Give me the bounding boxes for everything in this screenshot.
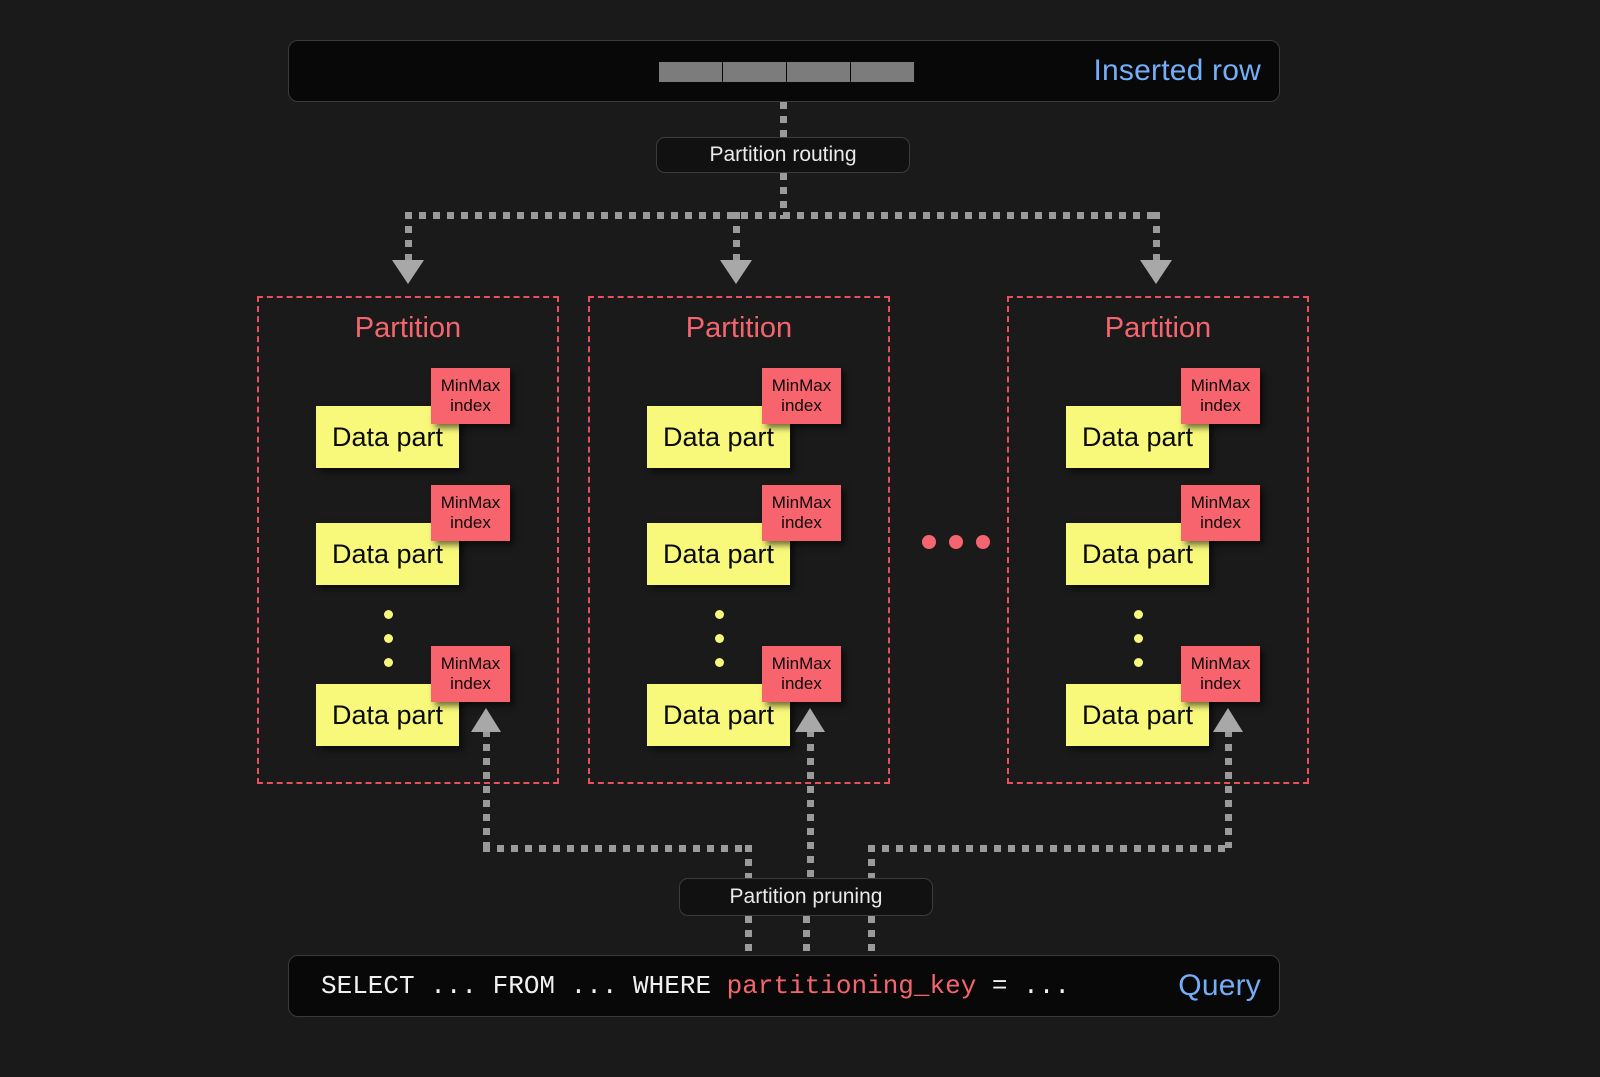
partition-routing-label: Partition routing [656,137,910,173]
connector-pruning-bus-right [868,845,1232,852]
ellipsis-dot [1134,634,1143,643]
partitions-ellipsis [922,535,990,549]
query-banner: SELECT ... FROM ... WHERE partitioning_k… [288,955,1280,1017]
arrow-up-partition-1 [471,708,501,732]
minmax-index-box: MinMax index [1181,368,1260,424]
connector-pruning-to-query-3 [868,916,875,958]
ellipsis-dot [1134,658,1143,667]
inserted-row-cells [659,62,914,82]
arrow-down-partition-1 [392,260,424,284]
partition-title: Partition [1104,312,1212,344]
connector-pruning-to-query-2 [803,916,810,958]
ellipsis-dot [949,535,963,549]
data-part-group: MinMax index Data part [316,646,516,746]
data-part-group: MinMax index Data part [1066,646,1266,746]
data-part-box: Data part [1066,406,1209,468]
ellipsis-dot [384,634,393,643]
row-cell [851,62,914,82]
row-cell [723,62,786,82]
minmax-index-box: MinMax index [1181,646,1260,702]
connector-bus-to-partition-3 [1153,212,1160,264]
row-cell [659,62,722,82]
data-part-group: MinMax index Data part [647,368,847,468]
connector-pruning-bus-left-drop [745,845,752,881]
connector-pruning-to-partition-3 [1225,730,1232,848]
ellipsis-dot [384,610,393,619]
arrow-up-partition-3 [1213,708,1243,732]
query-text: SELECT ... FROM ... WHERE partitioning_k… [321,971,1070,1001]
partition-box-1: Partition MinMax index Data part MinMax … [257,296,559,784]
connector-row-to-routing [780,102,787,138]
minmax-index-box: MinMax index [431,485,510,541]
ellipsis-dot [384,658,393,667]
data-part-box: Data part [647,406,790,468]
connector-routing-to-bus [780,173,787,219]
data-part-box: Data part [647,684,790,746]
minmax-index-box: MinMax index [1181,485,1260,541]
connector-bus-to-partition-1 [405,212,412,264]
connector-routing-bus [405,212,1160,219]
data-part-group: MinMax index Data part [1066,485,1266,585]
ellipsis-dot [715,634,724,643]
query-partitioning-key: partitioning_key [726,971,977,1001]
data-part-ellipsis [384,610,394,682]
data-part-ellipsis [1134,610,1144,682]
minmax-index-box: MinMax index [431,646,510,702]
data-part-group: MinMax index Data part [647,485,847,585]
minmax-index-box: MinMax index [762,368,841,424]
partition-title: Partition [685,312,793,344]
ellipsis-dot [922,535,936,549]
ellipsis-dot [715,658,724,667]
data-part-group: MinMax index Data part [1066,368,1266,468]
connector-pruning-to-partition-1 [483,730,490,848]
data-part-ellipsis [715,610,725,682]
connector-bus-to-partition-2 [733,212,740,264]
connector-pruning-bus-right-drop [868,845,875,881]
minmax-index-box: MinMax index [762,485,841,541]
connector-pruning-to-partition-2 [807,730,814,880]
inserted-row-label: Inserted row [1093,54,1261,87]
partition-title: Partition [354,312,462,344]
row-cell [787,62,850,82]
arrow-down-partition-2 [720,260,752,284]
query-prefix: SELECT ... FROM ... WHERE [321,971,727,1001]
data-part-group: MinMax index Data part [316,368,516,468]
data-part-group: MinMax index Data part [647,646,847,746]
partition-box-3: Partition MinMax index Data part MinMax … [1007,296,1309,784]
query-label: Query [1178,969,1261,1002]
ellipsis-dot [976,535,990,549]
partition-pruning-label: Partition pruning [679,878,933,916]
ellipsis-dot [715,610,724,619]
inserted-row-banner: Inserted row [288,40,1280,102]
minmax-index-box: MinMax index [762,646,841,702]
data-part-group: MinMax index Data part [316,485,516,585]
partition-box-2: Partition MinMax index Data part MinMax … [588,296,890,784]
arrow-up-partition-2 [795,708,825,732]
arrow-down-partition-3 [1140,260,1172,284]
connector-pruning-to-query-1 [745,916,752,958]
query-suffix: = ... [976,971,1070,1001]
minmax-index-box: MinMax index [431,368,510,424]
connector-pruning-bus-left [483,845,748,852]
ellipsis-dot [1134,610,1143,619]
